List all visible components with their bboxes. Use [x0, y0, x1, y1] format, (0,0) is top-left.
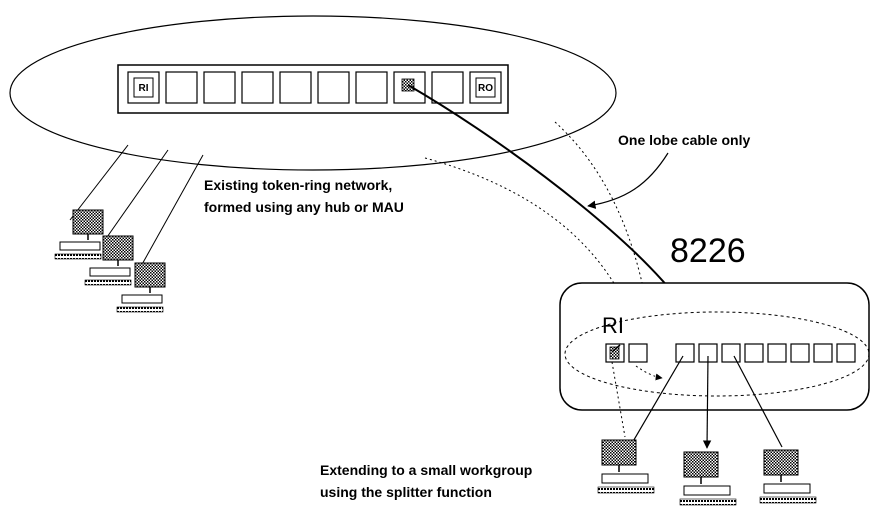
existing-lobe-line — [139, 154, 204, 269]
existing-lobe-line — [69, 144, 129, 221]
existing-network-label-line1: Existing token-ring network, — [204, 177, 392, 193]
hub-port-ro: RO — [469, 71, 502, 104]
new-ring-arrow — [635, 365, 663, 381]
workstation-icon — [679, 451, 737, 506]
device-ri-label: RI — [602, 313, 624, 338]
device-port — [744, 343, 764, 363]
workstation-icon — [54, 209, 104, 260]
hub-port-ri: RI — [127, 71, 160, 104]
device-port — [628, 343, 648, 363]
workgroup-label-line1: Extending to a small workgroup — [320, 462, 532, 478]
lobe-cable-label: One lobe cable only — [618, 132, 750, 148]
device-port-ri-plug — [609, 346, 620, 360]
workgroup-lobe-line — [702, 355, 712, 449]
ri-inner-cable — [611, 344, 621, 353]
device-port — [813, 343, 833, 363]
hub-port — [317, 71, 350, 104]
device-port — [721, 343, 741, 363]
hub-ri-label: RI — [139, 83, 149, 94]
device-port-ri — [605, 343, 625, 363]
workstation-icon — [84, 235, 134, 286]
existing-lobe-line — [104, 149, 169, 241]
hub-port — [241, 71, 274, 104]
workstation-icon — [597, 439, 655, 494]
existing-network-ellipse — [9, 15, 617, 171]
device-8226 — [559, 282, 870, 411]
workgroup-label-line2: using the splitter function — [320, 484, 492, 500]
hub-port — [203, 71, 236, 104]
device-port — [790, 343, 810, 363]
workgroup-lobe-line — [733, 355, 783, 448]
hub-port — [355, 71, 388, 104]
workstation-icon — [116, 262, 166, 313]
lobe-cable-pointer — [587, 152, 669, 209]
hub-port — [279, 71, 312, 104]
new-ring-ellipse — [564, 311, 870, 397]
ring-extension-dotted-line — [424, 157, 616, 286]
device-model-label: 8226 — [670, 232, 746, 270]
workstation-icon — [759, 449, 817, 504]
workgroup-lobe-line — [627, 355, 684, 451]
device-port — [767, 343, 787, 363]
hub-port — [165, 71, 198, 104]
hub-port-connected — [393, 71, 426, 104]
hub-ro-label: RO — [478, 83, 493, 94]
device-port — [836, 343, 856, 363]
device-port — [675, 343, 695, 363]
existing-network-label-line2: formed using any hub or MAU — [204, 199, 404, 215]
hub-port — [431, 71, 464, 104]
existing-hub: RI RO — [117, 64, 509, 114]
